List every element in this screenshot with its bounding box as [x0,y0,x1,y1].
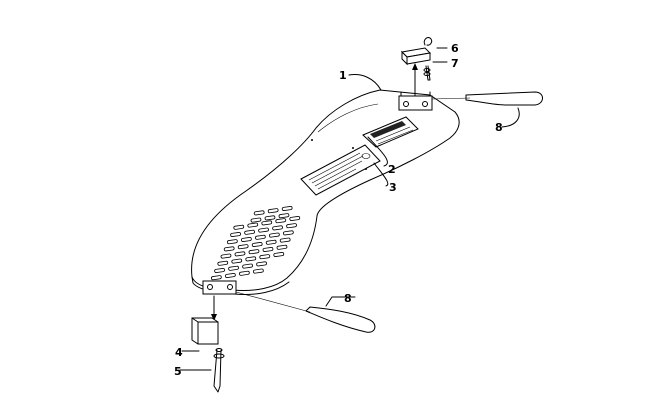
vent-slot [228,265,239,271]
vent-slot [275,218,287,224]
vent-slot [259,254,271,260]
vent-slot [267,208,279,214]
cover-panel [191,89,460,295]
vent-slot [248,249,260,255]
mounting-hole [311,139,313,141]
vent-slot [242,263,253,269]
hinge-rod-lower [235,291,376,333]
vent-slot [273,252,285,257]
vent-slot [264,215,276,221]
vent-slot [255,234,266,240]
warning-decal-small [362,116,419,148]
vent-slot [214,268,225,273]
vent-slot [231,258,243,264]
vent-slot [251,242,263,247]
callout-4: 4 [175,346,183,359]
vent-slot [262,247,274,252]
vent-slot [279,237,291,243]
callout-5: 5 [174,365,182,378]
upper-hinge-block [400,47,432,66]
decal-logo [361,153,371,159]
vent-slot [265,239,277,245]
vent-slot [223,246,235,252]
lower-hinge-bracket [202,280,237,295]
vent-slot [281,206,293,211]
vent-slot [258,227,269,233]
vent-slot [261,220,273,226]
warning-decal-large [300,144,381,196]
vent-slot [225,273,236,278]
vent-slot [220,253,232,259]
callout-7: 7 [451,57,459,70]
vent-slot [289,216,301,221]
vent-slot [239,270,250,276]
vent-slot [241,237,252,242]
vent-slot [245,256,257,262]
callout-2: 2 [388,163,396,176]
vent-slot [253,210,265,216]
lower-hinge-block [191,317,219,345]
vent-slot [244,229,255,235]
vent-slot [272,225,283,231]
vent-slot [256,261,267,267]
lower-assembly-arrow [211,295,217,321]
callout-labels: 1 2 3 4 5 6 7 8 8 [174,42,503,378]
vent-slot [250,217,262,223]
vent-slot [230,232,241,237]
vent-slot [278,213,290,219]
callout-6: 6 [451,42,459,55]
vent-slot [247,222,259,228]
callout-3: 3 [389,181,397,194]
vent-slot [217,260,229,266]
vent-slot [286,223,297,229]
vent-slots [211,206,301,281]
upper-hinge-bracket [398,91,433,111]
vent-slot [233,224,245,230]
vent-slot [269,232,280,238]
vent-slot [234,251,246,257]
callout-8-lower: 8 [344,292,352,305]
vent-slot [283,230,294,236]
vent-slot [253,268,264,274]
vent-slot [227,239,238,245]
mounting-hole [352,147,354,149]
hinge-rod-upper [431,91,543,106]
vent-slot [237,244,249,250]
callout-8-upper: 8 [495,121,503,134]
leader-lines [179,47,520,371]
cotter-pin-upper [423,37,433,81]
upper-assembly-arrow [412,63,418,97]
vent-slot [211,275,222,281]
vent-slot [276,244,288,250]
lower-pin [213,348,225,393]
callout-1: 1 [339,69,347,82]
